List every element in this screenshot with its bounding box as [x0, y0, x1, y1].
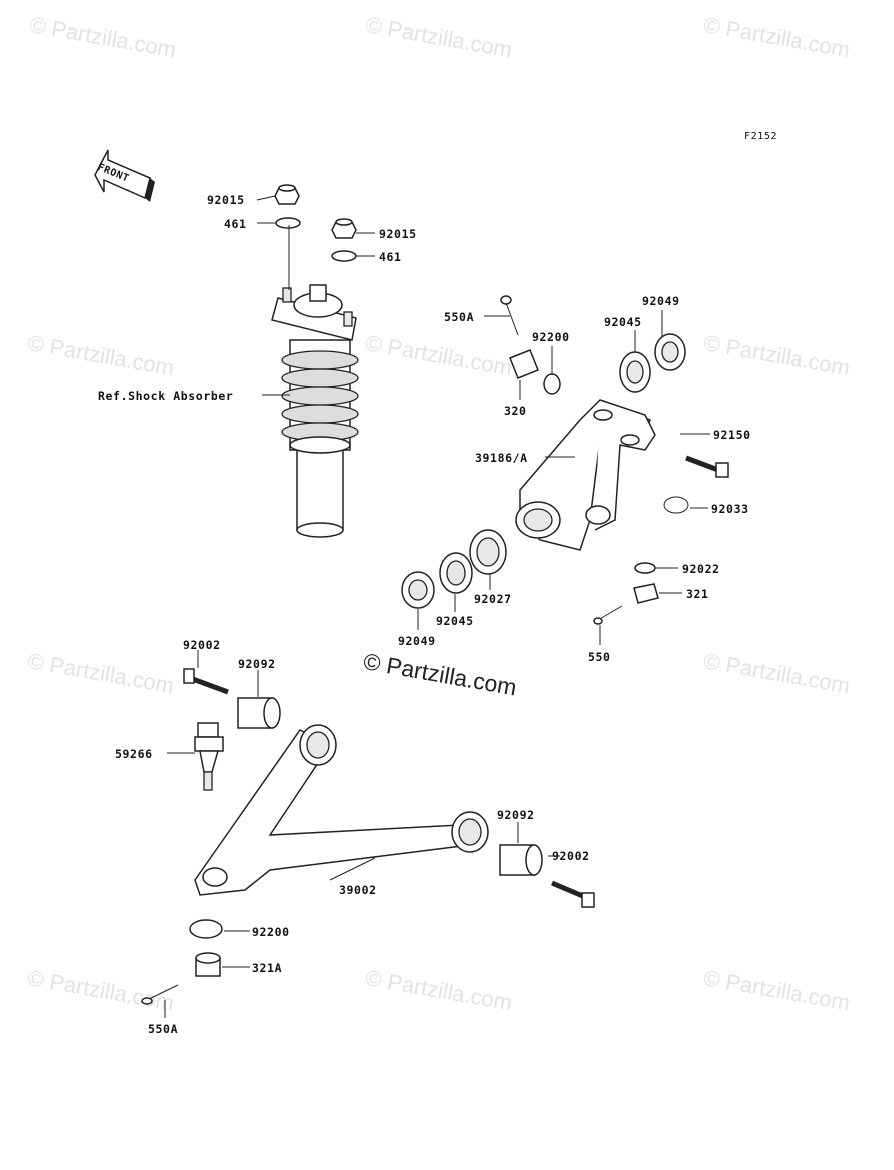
bushing-92092-right — [499, 844, 543, 876]
bearing-92045-bottom — [439, 552, 473, 594]
label-550A: 550A — [148, 1022, 179, 1036]
label-92049: 92049 — [642, 294, 680, 308]
label-550: 550 — [588, 650, 611, 664]
label-ref-shock-absorber: Ref.Shock Absorber — [98, 389, 234, 403]
bearing-92045-top — [619, 351, 651, 393]
a-arm-39002 — [194, 724, 489, 896]
label-92027: 92027 — [474, 592, 512, 606]
label-92022: 92022 — [682, 562, 720, 576]
nut-320 — [509, 349, 539, 379]
label-92045: 92045 — [436, 614, 474, 628]
front-arrow-icon — [94, 149, 155, 202]
bearing-92049-top — [654, 333, 686, 371]
bearing-92049-bottom — [401, 571, 435, 609]
label-92045: 92045 — [604, 315, 642, 329]
nut-92015-b — [331, 218, 357, 239]
label-321A: 321A — [252, 961, 283, 975]
cotter-pin-550A-bottom — [141, 984, 179, 1005]
label-59266: 59266 — [115, 747, 153, 761]
washer-92200-top — [543, 373, 561, 395]
label-321: 321 — [686, 587, 709, 601]
label-92049: 92049 — [398, 634, 436, 648]
label-39186A: 39186/A — [475, 451, 528, 465]
spacer-92027 — [469, 529, 507, 575]
label-461: 461 — [379, 250, 402, 264]
label-92002: 92002 — [552, 849, 590, 863]
bolt-92002-left — [183, 668, 229, 695]
label-92033: 92033 — [711, 502, 749, 516]
label-92150: 92150 — [713, 428, 751, 442]
label-461: 461 — [224, 217, 247, 231]
bushing-92092-left — [237, 697, 281, 729]
steering-knuckle — [515, 399, 656, 551]
label-92200: 92200 — [252, 925, 290, 939]
label-92092: 92092 — [238, 657, 276, 671]
ball-joint-59266 — [194, 722, 224, 791]
label-320: 320 — [504, 404, 527, 418]
bolt-92150 — [685, 455, 729, 478]
shock-absorber — [271, 284, 359, 538]
label-92015: 92015 — [379, 227, 417, 241]
label-92092: 92092 — [497, 808, 535, 822]
label-92200: 92200 — [532, 330, 570, 344]
label-550A: 550A — [444, 310, 475, 324]
washer-461-b — [331, 250, 357, 262]
cotter-pin-550A-top — [500, 295, 519, 336]
washer-92200-bottom — [189, 919, 223, 939]
nut-92015-a — [274, 184, 300, 205]
cotter-pin-550 — [593, 605, 623, 625]
nut-321 — [633, 583, 659, 604]
label-92002: 92002 — [183, 638, 221, 652]
diagram-code: F2152 — [744, 131, 778, 142]
nut-321A — [195, 952, 221, 977]
label-39002: 39002 — [339, 883, 377, 897]
washer-461-a — [275, 217, 301, 229]
circlip-92033 — [663, 496, 689, 514]
bolt-92002-right — [551, 880, 595, 908]
washer-92022 — [634, 562, 656, 574]
leader-lines — [164, 195, 710, 1018]
label-92015: 92015 — [207, 193, 245, 207]
